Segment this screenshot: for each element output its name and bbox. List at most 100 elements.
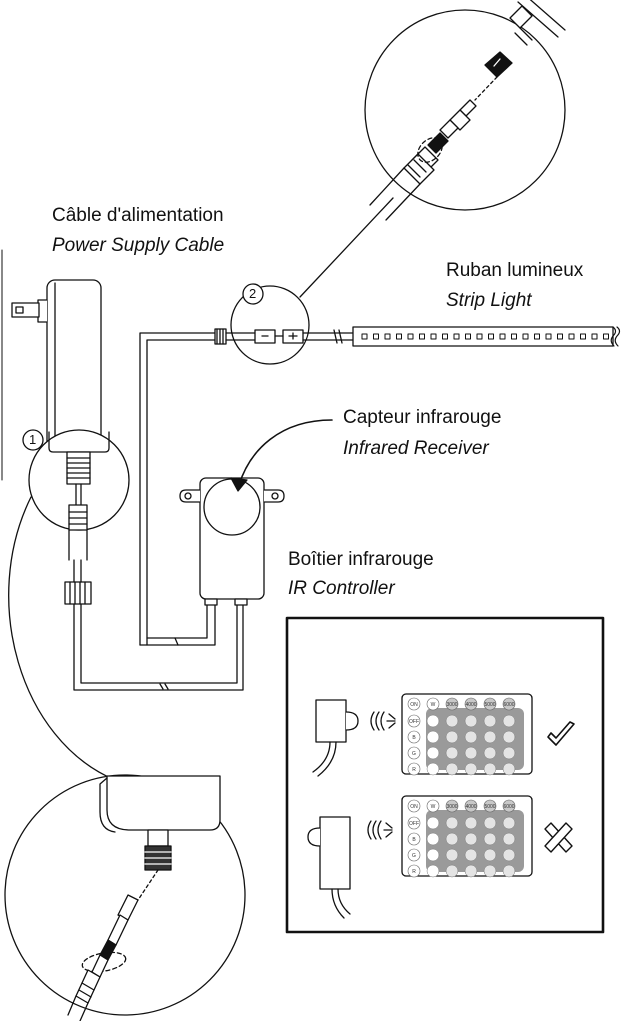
strip-led <box>407 333 414 340</box>
cross-mark-icon <box>544 822 573 853</box>
callout-2-zoom <box>230 283 310 365</box>
strip-led <box>430 333 437 340</box>
strip-light-label-fr: Ruban lumineux <box>446 260 584 281</box>
remote-key <box>426 697 440 711</box>
sensor-lower <box>307 816 393 919</box>
strip-led <box>603 333 609 340</box>
remote-key <box>502 816 516 830</box>
strip-led <box>453 333 460 340</box>
strip-led <box>373 333 379 340</box>
remote-key-label: B <box>412 735 416 741</box>
strip-led <box>442 333 448 340</box>
remote-key <box>445 746 459 760</box>
strip-led <box>396 333 402 340</box>
remote-key <box>407 816 421 830</box>
strip-led <box>361 333 368 340</box>
remote-key <box>464 816 478 830</box>
infrared-receiver-label-fr: Capteur infrarouge <box>343 407 502 428</box>
remote-key <box>502 730 516 744</box>
remote-key-label: 3000 <box>446 804 457 810</box>
remote-key <box>483 762 497 776</box>
remote-key <box>445 816 459 830</box>
remote-key-label: R <box>412 869 416 875</box>
strip-led <box>557 333 563 340</box>
remote-key-label: 6000 <box>503 804 514 810</box>
remote-key <box>445 864 459 878</box>
remote-key-label: W <box>431 702 436 708</box>
remote-key <box>502 697 516 711</box>
strip-led <box>511 333 517 340</box>
remote-key <box>445 762 459 776</box>
remote-key <box>426 714 440 728</box>
remote-key <box>464 746 478 760</box>
remote-key-label: G <box>412 853 416 859</box>
remote-key <box>426 832 440 846</box>
cable-nut <box>64 581 92 605</box>
remote-key <box>426 816 440 830</box>
remote-key <box>445 848 459 862</box>
remote-key <box>502 864 516 878</box>
remote-key-label: R <box>412 767 416 773</box>
remote-key <box>426 762 440 776</box>
strip-leds <box>361 333 609 340</box>
remote-key <box>464 848 478 862</box>
remote-key-label: W <box>431 804 436 810</box>
strip-led <box>499 333 506 340</box>
remote-key <box>426 864 440 878</box>
strip-led <box>384 333 391 340</box>
remote-key <box>426 730 440 744</box>
remote-key <box>445 832 459 846</box>
remote-key <box>502 714 516 728</box>
check-mark-icon <box>547 721 575 746</box>
remote-key <box>407 864 421 878</box>
remote-key <box>445 730 459 744</box>
strip-led <box>580 333 586 340</box>
remote-key <box>483 697 497 711</box>
remote-key <box>502 848 516 862</box>
callout-1-zoom <box>22 429 130 531</box>
remote-key <box>464 832 478 846</box>
remote-key-label: 5000 <box>484 804 495 810</box>
remote-key <box>407 832 421 846</box>
remote-key-label: 3000 <box>446 702 457 708</box>
strip-light-label-en: Strip Light <box>446 290 532 311</box>
strip-led <box>476 333 483 340</box>
power-supply-label-fr: Câble d'alimentation <box>52 205 224 226</box>
remote-key <box>464 799 478 813</box>
remote-key-label: 6000 <box>503 702 514 708</box>
remote-key <box>464 714 478 728</box>
remote-key <box>464 697 478 711</box>
remote-key <box>502 832 516 846</box>
remote-key <box>483 714 497 728</box>
remote-key-label: OFF <box>409 821 419 827</box>
remote-key-label: G <box>412 751 416 757</box>
remote-key-label: ON <box>410 804 418 810</box>
remote-key <box>502 746 516 760</box>
remote-key <box>464 864 478 878</box>
ir-controller-box <box>179 477 285 606</box>
remote-key <box>407 799 421 813</box>
remote-key <box>483 864 497 878</box>
top-zoom-connector <box>364 0 566 221</box>
remote-key <box>426 746 440 760</box>
remote-key <box>464 730 478 744</box>
remote-key-label: OFF <box>409 719 419 725</box>
remote-key <box>407 730 421 744</box>
remote-key <box>483 799 497 813</box>
remote-key <box>464 762 478 776</box>
remote-key <box>407 746 421 760</box>
remote-key <box>483 730 497 744</box>
remote-key <box>483 832 497 846</box>
remote-key <box>407 697 421 711</box>
remote-key <box>407 714 421 728</box>
remote-key-label: B <box>412 837 416 843</box>
remote-key <box>445 714 459 728</box>
callout-1-number: 1 <box>29 432 37 447</box>
strip-led <box>419 333 425 340</box>
callout-1-badge <box>22 429 44 451</box>
strip-light <box>214 326 621 347</box>
wiring <box>73 332 244 691</box>
remote-key <box>407 762 421 776</box>
remote-key-label: 5000 <box>484 702 495 708</box>
